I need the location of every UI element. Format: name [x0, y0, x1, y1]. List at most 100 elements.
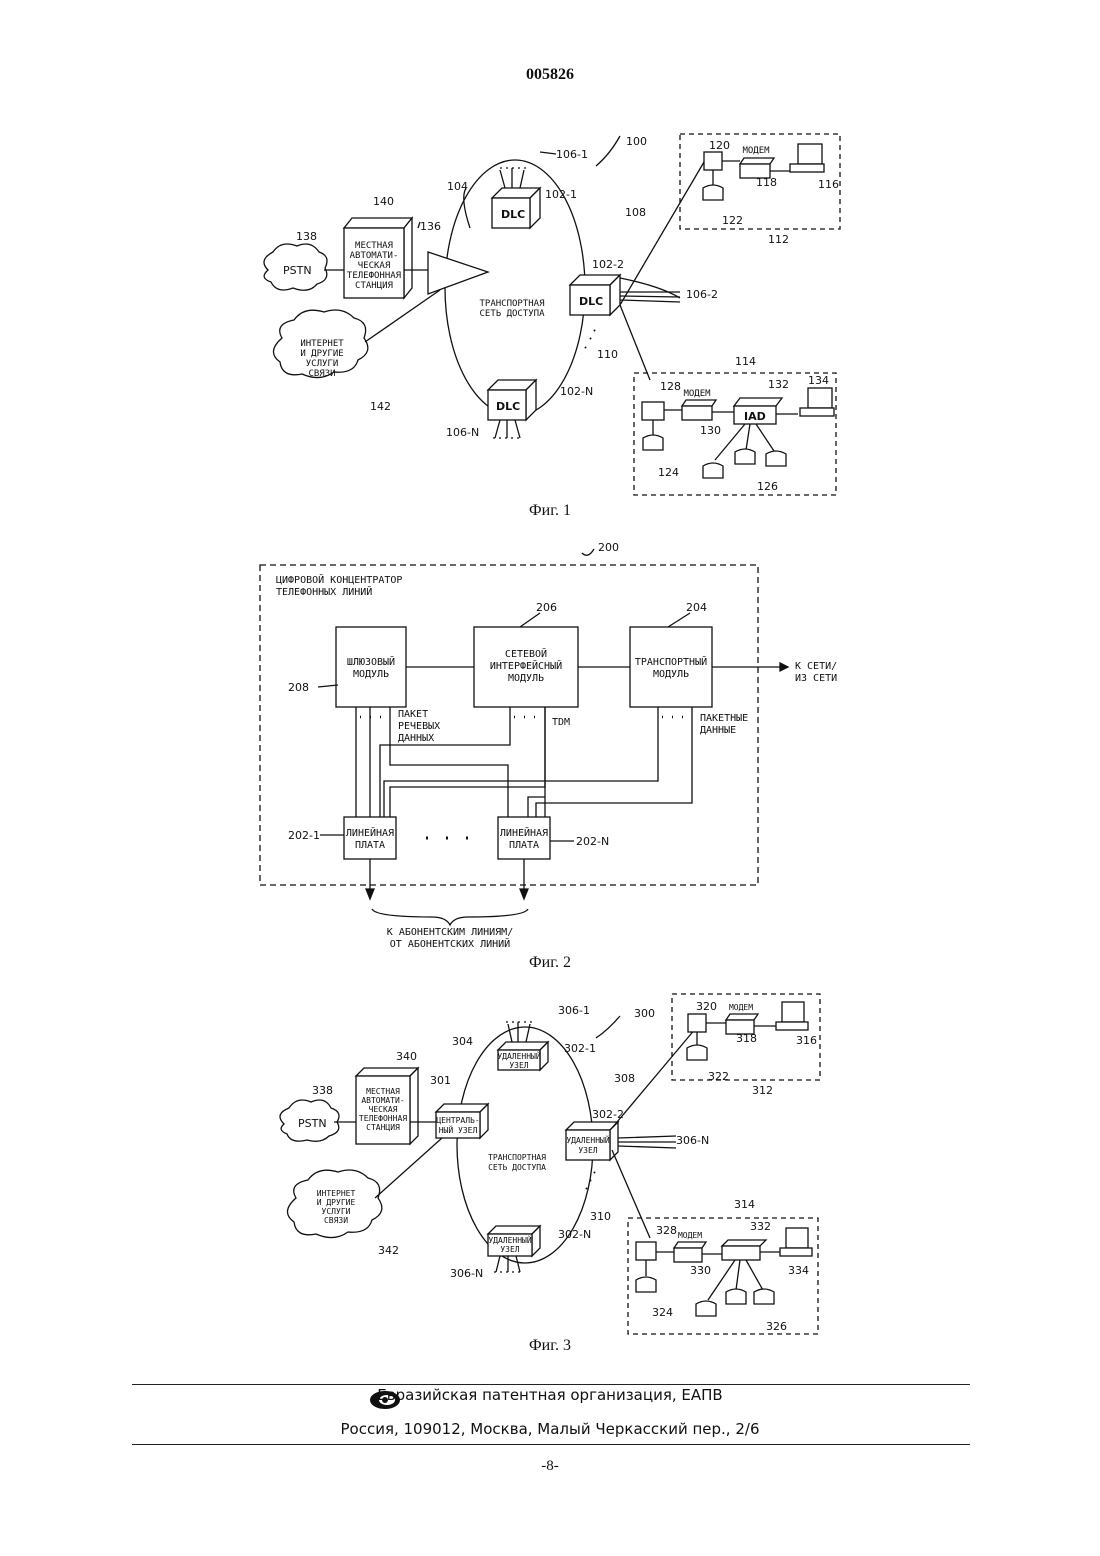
- label-204: 204: [686, 601, 707, 614]
- network-text-3: СЕТЬ ДОСТУПА: [488, 1163, 546, 1172]
- figure-3-caption: Фиг. 3: [529, 1337, 571, 1354]
- label-306-1: 306-1: [558, 1004, 590, 1017]
- modem-label-1: МОДЕМ: [742, 146, 770, 156]
- internet-text: УСЛУГИ: [306, 359, 339, 369]
- label-326: 326: [766, 1320, 787, 1333]
- label-112: 112: [768, 233, 789, 246]
- page-number: -8-: [0, 1458, 1100, 1475]
- exchange-text-3: МЕСТНАЯ: [366, 1087, 400, 1096]
- transport-text: ТРАНСПОРТНЫЙ: [635, 655, 707, 668]
- label-102-n: 102-N: [560, 385, 593, 398]
- footer-bottom-rule: [132, 1444, 970, 1445]
- network-text: СЕТЬ ДОСТУПА: [479, 309, 545, 319]
- exchange-text: ТЕЛЕФОННАЯ: [347, 271, 401, 281]
- label-142: 142: [370, 400, 391, 413]
- figure-1-caption: Фиг. 1: [529, 502, 571, 519]
- footer-address: Россия, 109012, Москва, Малый Черкасский…: [0, 1420, 1100, 1438]
- voice-packet-label: РЕЧЕВЫХ: [398, 721, 440, 732]
- linecard-text: ПЛАТА: [355, 840, 385, 851]
- label-132: 132: [768, 378, 789, 391]
- label-102-1: 102-1: [545, 188, 577, 201]
- network-text: ТРАНСПОРТНАЯ: [479, 299, 544, 309]
- label-138: 138: [296, 230, 317, 243]
- exchange-text: МЕСТНАЯ: [355, 241, 393, 251]
- gateway-text: ШЛЮЗОВЫЙ: [347, 655, 395, 668]
- dlc-label-2: DLC: [579, 295, 603, 308]
- modem-label-3a: МОДЕМ: [729, 1003, 753, 1012]
- footer-organization: Евразийская патентная организация, ЕАПВ: [0, 1386, 1100, 1404]
- voice-packet-label: ДАННЫХ: [398, 733, 434, 744]
- concentrator-title: ЦИФРОВОЙ КОНЦЕНТРАТОР: [276, 573, 402, 586]
- label-134: 134: [808, 374, 829, 387]
- remote-text: УДАЛЕННЫЙ: [488, 1234, 532, 1245]
- footer-top-rule: [132, 1384, 970, 1385]
- label-116: 116: [818, 178, 839, 191]
- central-text: ЦЕНТРАЛЬ-: [436, 1116, 479, 1125]
- label-130: 130: [700, 424, 721, 437]
- label-306-n-right: 306-N: [676, 1134, 709, 1147]
- pstn-label-3: PSTN: [298, 1117, 327, 1130]
- label-330: 330: [690, 1264, 711, 1277]
- label-110: 110: [597, 348, 618, 361]
- remote-text: УДАЛЕННЫЙ: [497, 1050, 541, 1061]
- subscriber-label: ОТ АБОНЕНТСКИХ ЛИНИЙ: [390, 937, 510, 950]
- exchange-text: АВТОМАТИ-: [350, 251, 399, 261]
- exchange-text: ЧЕСКАЯ: [358, 261, 391, 271]
- label-342: 342: [378, 1244, 399, 1257]
- label-122: 122: [722, 214, 743, 227]
- label-106-2: 106-2: [686, 288, 718, 301]
- label-302-2: 302-2: [592, 1108, 624, 1121]
- label-328: 328: [656, 1224, 677, 1237]
- figure-2: 200 206 204 208 202-1 202-N ЦИФРОВОЙ КОН…: [0, 535, 1100, 975]
- remote-text: УЗЕЛ: [578, 1146, 597, 1155]
- packet-data-label: ДАННЫЕ: [700, 725, 736, 736]
- label-320: 320: [696, 1000, 717, 1013]
- dlc-label-n: DLC: [496, 400, 520, 413]
- label-114: 114: [735, 355, 756, 368]
- internet-text-3: СВЯЗИ: [324, 1216, 348, 1225]
- label-332: 332: [750, 1220, 771, 1233]
- modem-label-2: МОДЕМ: [683, 389, 711, 399]
- label-136: 136: [420, 220, 441, 233]
- label-108: 108: [625, 206, 646, 219]
- internet-text: СВЯЗИ: [308, 369, 335, 379]
- label-322: 322: [708, 1070, 729, 1083]
- concentrator-title: ТЕЛЕФОННЫХ ЛИНИЙ: [276, 585, 372, 598]
- document-number: 005826: [0, 66, 1100, 84]
- remote-text: УЗЕЛ: [509, 1061, 528, 1070]
- label-308: 308: [614, 1072, 635, 1085]
- label-128: 128: [660, 380, 681, 393]
- label-340: 340: [396, 1050, 417, 1063]
- label-102-2: 102-2: [592, 258, 624, 271]
- modem-label-3b: МОДЕМ: [678, 1231, 702, 1240]
- dlc-label-1: DLC: [501, 208, 525, 221]
- network-text-3: ТРАНСПОРТНАЯ: [488, 1153, 546, 1162]
- remote-text: УЗЕЛ: [500, 1245, 519, 1254]
- voice-packet-label: ПАКЕТ: [398, 709, 428, 720]
- label-208: 208: [288, 681, 309, 694]
- figure-2-caption: Фиг. 2: [529, 954, 571, 971]
- linecard-text: ЛИНЕЙНАЯ: [500, 826, 548, 839]
- exchange-text: СТАНЦИЯ: [355, 281, 393, 291]
- label-202-1: 202-1: [288, 829, 320, 842]
- label-202-n: 202-N: [576, 835, 609, 848]
- label-100: 100: [626, 135, 647, 148]
- label-300: 300: [634, 1007, 655, 1020]
- label-124: 124: [658, 466, 679, 479]
- label-104: 104: [447, 180, 468, 193]
- label-200: 200: [598, 541, 619, 554]
- label-120: 120: [709, 139, 730, 152]
- iad-label: IAD: [744, 410, 766, 423]
- subscriber-label: К АБОНЕНТСКИМ ЛИНИЯМ/: [387, 927, 513, 938]
- to-network-label: К СЕТИ/: [795, 661, 837, 672]
- label-126: 126: [757, 480, 778, 493]
- figure-3: 300 306-1 304 302-1 320 318 316 322 312 …: [0, 990, 1100, 1360]
- label-338: 338: [312, 1084, 333, 1097]
- exchange-text-3: СТАНЦИЯ: [366, 1123, 400, 1132]
- figure-1: 100 106-1 104 102-1 108 120 118 116 122 …: [0, 120, 1100, 530]
- internet-text-3: И ДРУГИЕ: [317, 1198, 356, 1207]
- netif-text: ИНТЕРФЕЙСНЫЙ: [490, 659, 562, 672]
- linecard-text: ПЛАТА: [509, 840, 539, 851]
- label-316: 316: [796, 1034, 817, 1047]
- label-312: 312: [752, 1084, 773, 1097]
